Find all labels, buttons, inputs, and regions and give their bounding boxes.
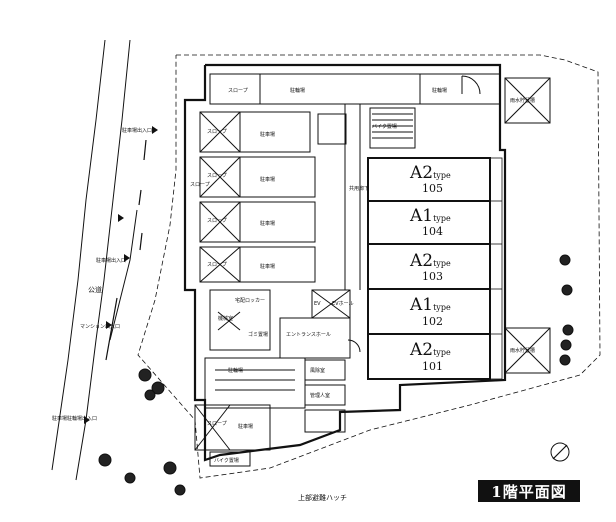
unit-103-type: A2type — [409, 251, 451, 271]
room-mgmt: 管理人室 — [310, 392, 330, 399]
trees — [98, 254, 574, 496]
entrance-arrows — [84, 126, 158, 424]
unit-102-type: A1type — [409, 295, 451, 315]
room-slope-3: スロープ — [207, 218, 227, 224]
room-delivery-locker: 宅配ロッカー — [235, 297, 265, 304]
unit-104-type: A1type — [409, 206, 451, 226]
room-rain-tank-1: 雨水貯留槽 — [510, 97, 535, 104]
plan-title: 1階平面図 — [478, 480, 580, 502]
room-machine: 機械室 — [218, 315, 233, 322]
top-band — [209, 73, 501, 105]
road-marks — [105, 139, 147, 361]
room-bike-parking: バイク置場 — [372, 123, 397, 130]
room-bicycle-lower: 駐輪場 — [228, 367, 243, 374]
parking-bays — [199, 111, 316, 283]
unit-labels: A2type 105 A1type 104 A2type 103 A1type … — [409, 163, 451, 373]
room-bicycle-top: 駐輪場 — [290, 87, 305, 94]
room-parking-3: 駐車場 — [260, 220, 275, 227]
lobby-area — [209, 289, 361, 359]
room-rain-tank-2: 雨水貯留槽 — [510, 347, 535, 354]
unit-103-number: 103 — [422, 270, 443, 283]
room-slope-4: スロープ — [207, 262, 227, 268]
parking-bicycle-entrance-label: 駐車場駐輪場出入口 — [52, 415, 97, 422]
room-parking-2: 駐車場 — [260, 176, 275, 183]
room-bicycle-right: 駐輪場 — [432, 87, 447, 94]
lower-block — [194, 357, 346, 467]
unit-105-type: A2type — [409, 163, 451, 183]
room-garbage: ゴミ置場 — [248, 331, 268, 338]
building-outline — [183, 63, 507, 462]
unit-105-number: 105 — [422, 182, 443, 195]
room-slope-2: スロープ — [207, 173, 227, 179]
site-boundary — [137, 54, 601, 479]
unit-101-number: 101 — [422, 360, 443, 373]
room-corridor: 共用廊下 — [349, 185, 369, 192]
room-elevator: EV — [314, 301, 321, 307]
balconies — [489, 157, 503, 380]
corridor-block — [317, 104, 416, 290]
mansion-entrance-label: マンション出入口 — [80, 323, 120, 330]
room-slope-1: スロープ — [207, 129, 227, 135]
room-parking-1: 駐車場 — [260, 131, 275, 138]
room-slope-top: スロープ — [228, 88, 248, 94]
room-labels: スロープ 駐輪場 駐輪場 バイク置場 駐車場 駐車場 駐車場 駐車場 スロープ … — [190, 87, 535, 464]
road-labels: 公道 駐車場出入口 駐車場出入口 マンション出入口 駐車場駐輪場出入口 上部避難… — [52, 127, 347, 502]
room-slope-5: スロープ — [190, 182, 210, 188]
room-bike-lower: バイク置場 — [214, 457, 239, 464]
upper-manhole-label: 上部避難ハッチ — [298, 493, 347, 502]
room-parking-lower: 駐車場 — [238, 423, 253, 430]
room-slope-lower: スロープ — [207, 421, 227, 427]
room-entrance-hall: エントランスホール — [286, 332, 331, 338]
parking-entrance-1: 駐車場出入口 — [122, 127, 152, 134]
room-parking-4: 駐車場 — [260, 263, 275, 270]
unit-102-number: 102 — [422, 315, 443, 328]
public-road-label: 公道 — [88, 285, 102, 294]
unit-104-number: 104 — [422, 225, 443, 238]
north-arrow-icon — [550, 442, 570, 462]
room-elevator-hall: EVホール — [332, 301, 354, 307]
unit-101-type: A2type — [409, 340, 451, 360]
rain-tanks — [504, 77, 551, 374]
room-wind-room: 風除室 — [310, 367, 325, 374]
parking-entrance-2: 駐車場出入口 — [96, 257, 126, 264]
